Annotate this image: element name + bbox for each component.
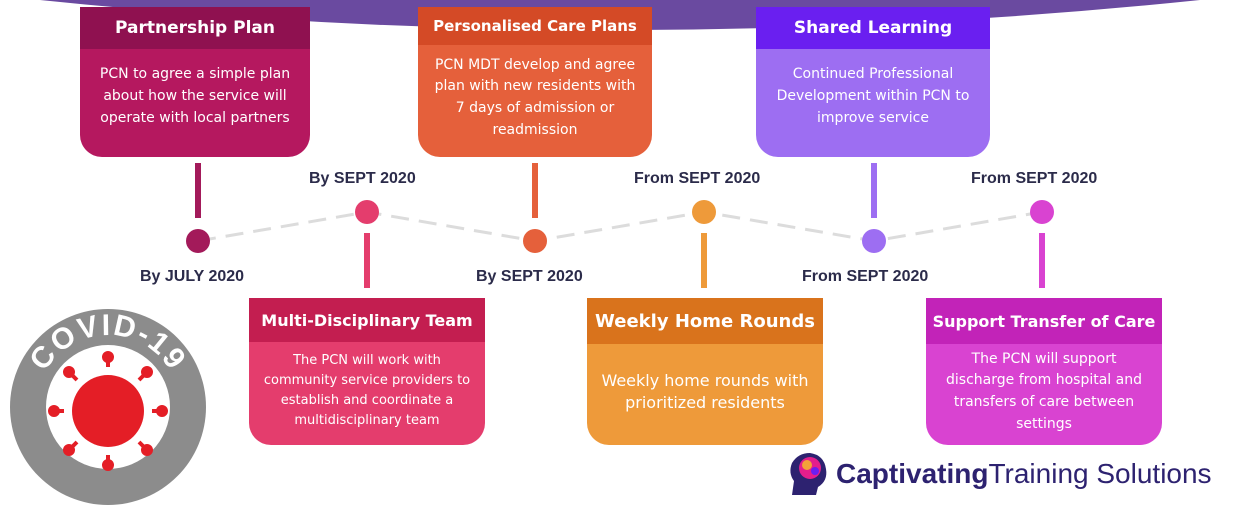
card-title: Weekly Home Rounds	[587, 298, 823, 344]
stem-home-rounds	[701, 233, 707, 288]
date-label-2: By SEPT 2020	[309, 170, 416, 187]
date-label-5: From SEPT 2020	[802, 268, 929, 285]
timeline-dot-1	[186, 229, 210, 253]
stem-mdt	[364, 233, 370, 288]
card-title: Shared Learning	[756, 7, 990, 49]
date-label-1: By JULY 2020	[140, 268, 245, 285]
stem-partnership	[195, 163, 201, 218]
card-body: The PCN will work with community service…	[263, 352, 471, 429]
card-body: Continued Professional Development withi…	[776, 66, 970, 126]
card-body: PCN to agree a simple plan about how the…	[99, 66, 291, 126]
stem-care-plans	[532, 163, 538, 218]
card-multi-disciplinary-team: Multi-Disciplinary Team The PCN will wor…	[249, 298, 485, 445]
card-personalised-care-plans: Personalised Care Plans PCN MDT develop …	[418, 7, 652, 157]
card-partnership-plan: Partnership Plan PCN to agree a simple p…	[80, 7, 310, 157]
card-body: The PCN will support discharge from hosp…	[946, 350, 1142, 432]
card-title: Personalised Care Plans	[418, 7, 652, 45]
timeline-connector	[197, 210, 1043, 243]
timeline-dot-2	[355, 200, 379, 224]
logo-bold-text: Captivating	[836, 458, 989, 489]
timeline-dot-3	[523, 229, 547, 253]
timeline-dot-5	[862, 229, 886, 253]
card-title: Support Transfer of Care	[926, 298, 1162, 344]
stem-transfer	[1039, 233, 1045, 288]
timeline-dot-6	[1030, 200, 1054, 224]
date-label-3: By SEPT 2020	[476, 268, 583, 285]
brain-head-icon	[790, 453, 827, 495]
stem-shared-learning	[871, 163, 877, 218]
covid-19-badge: COVID-19	[10, 309, 206, 505]
card-body: PCN MDT develop and agree plan with new …	[434, 56, 636, 138]
card-shared-learning: Shared Learning Continued Professional D…	[756, 7, 990, 157]
logo-text: CaptivatingTraining Solutions	[836, 458, 1212, 490]
captivating-logo: CaptivatingTraining Solutions	[786, 450, 1216, 498]
card-title: Multi-Disciplinary Team	[249, 298, 485, 342]
date-label-6: From SEPT 2020	[971, 170, 1098, 187]
virus-icon	[48, 351, 168, 471]
card-body: Weekly home rounds with prioritized resi…	[601, 370, 809, 412]
card-support-transfer-of-care: Support Transfer of Care The PCN will su…	[926, 298, 1162, 445]
logo-regular-text: Training Solutions	[988, 458, 1212, 489]
date-label-4: From SEPT 2020	[634, 170, 761, 187]
card-title: Partnership Plan	[80, 7, 310, 49]
card-weekly-home-rounds: Weekly Home Rounds Weekly home rounds wi…	[587, 298, 823, 445]
timeline-dot-4	[692, 200, 716, 224]
